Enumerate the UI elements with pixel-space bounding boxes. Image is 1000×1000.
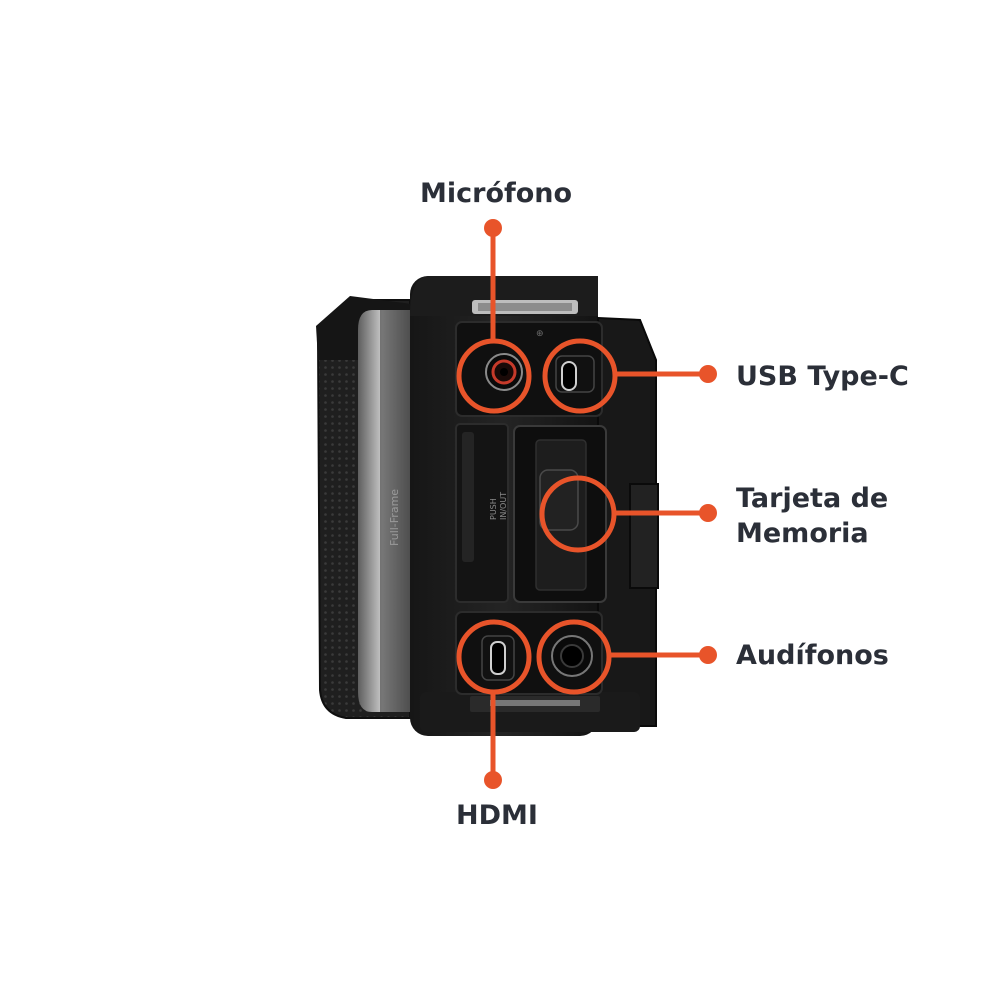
mic-callout-dot	[484, 219, 502, 237]
door-push-label: PUSH	[489, 498, 498, 520]
usb-callout-dot	[699, 365, 717, 383]
mic-highlight-ring	[456, 338, 532, 414]
microphone-label: Micrófono	[420, 178, 573, 209]
memory-card-label-line2: Memoria	[736, 518, 869, 549]
door-inout-label: IN/OUT	[499, 492, 508, 520]
headphone-callout-dot	[699, 646, 717, 664]
mount-label: Full-Frame	[388, 489, 401, 546]
memory-card-label: Tarjeta de Memoria	[736, 481, 888, 551]
callout-lines	[456, 228, 708, 780]
hdmi-port[interactable]	[481, 635, 515, 681]
hdmi-callout-dot	[484, 771, 502, 789]
usb-c-port[interactable]	[555, 355, 595, 393]
memory-card-label-line1: Tarjeta de	[736, 483, 889, 514]
memory-card-slot[interactable]	[513, 425, 607, 603]
lens-mount: Full-Frame	[358, 310, 412, 712]
usb-c-label: USB Type-C	[736, 361, 909, 392]
microphone-jack[interactable]	[485, 353, 523, 391]
callout-dots	[484, 219, 717, 789]
svg-text:⊕: ⊕	[536, 329, 544, 339]
headphone-jack[interactable]	[551, 635, 593, 677]
hdmi-label: HDMI	[456, 800, 538, 831]
card-callout-dot	[699, 504, 717, 522]
memory-card-door: PUSH IN/OUT	[455, 423, 509, 603]
headphones-label: Audífonos	[736, 640, 889, 671]
